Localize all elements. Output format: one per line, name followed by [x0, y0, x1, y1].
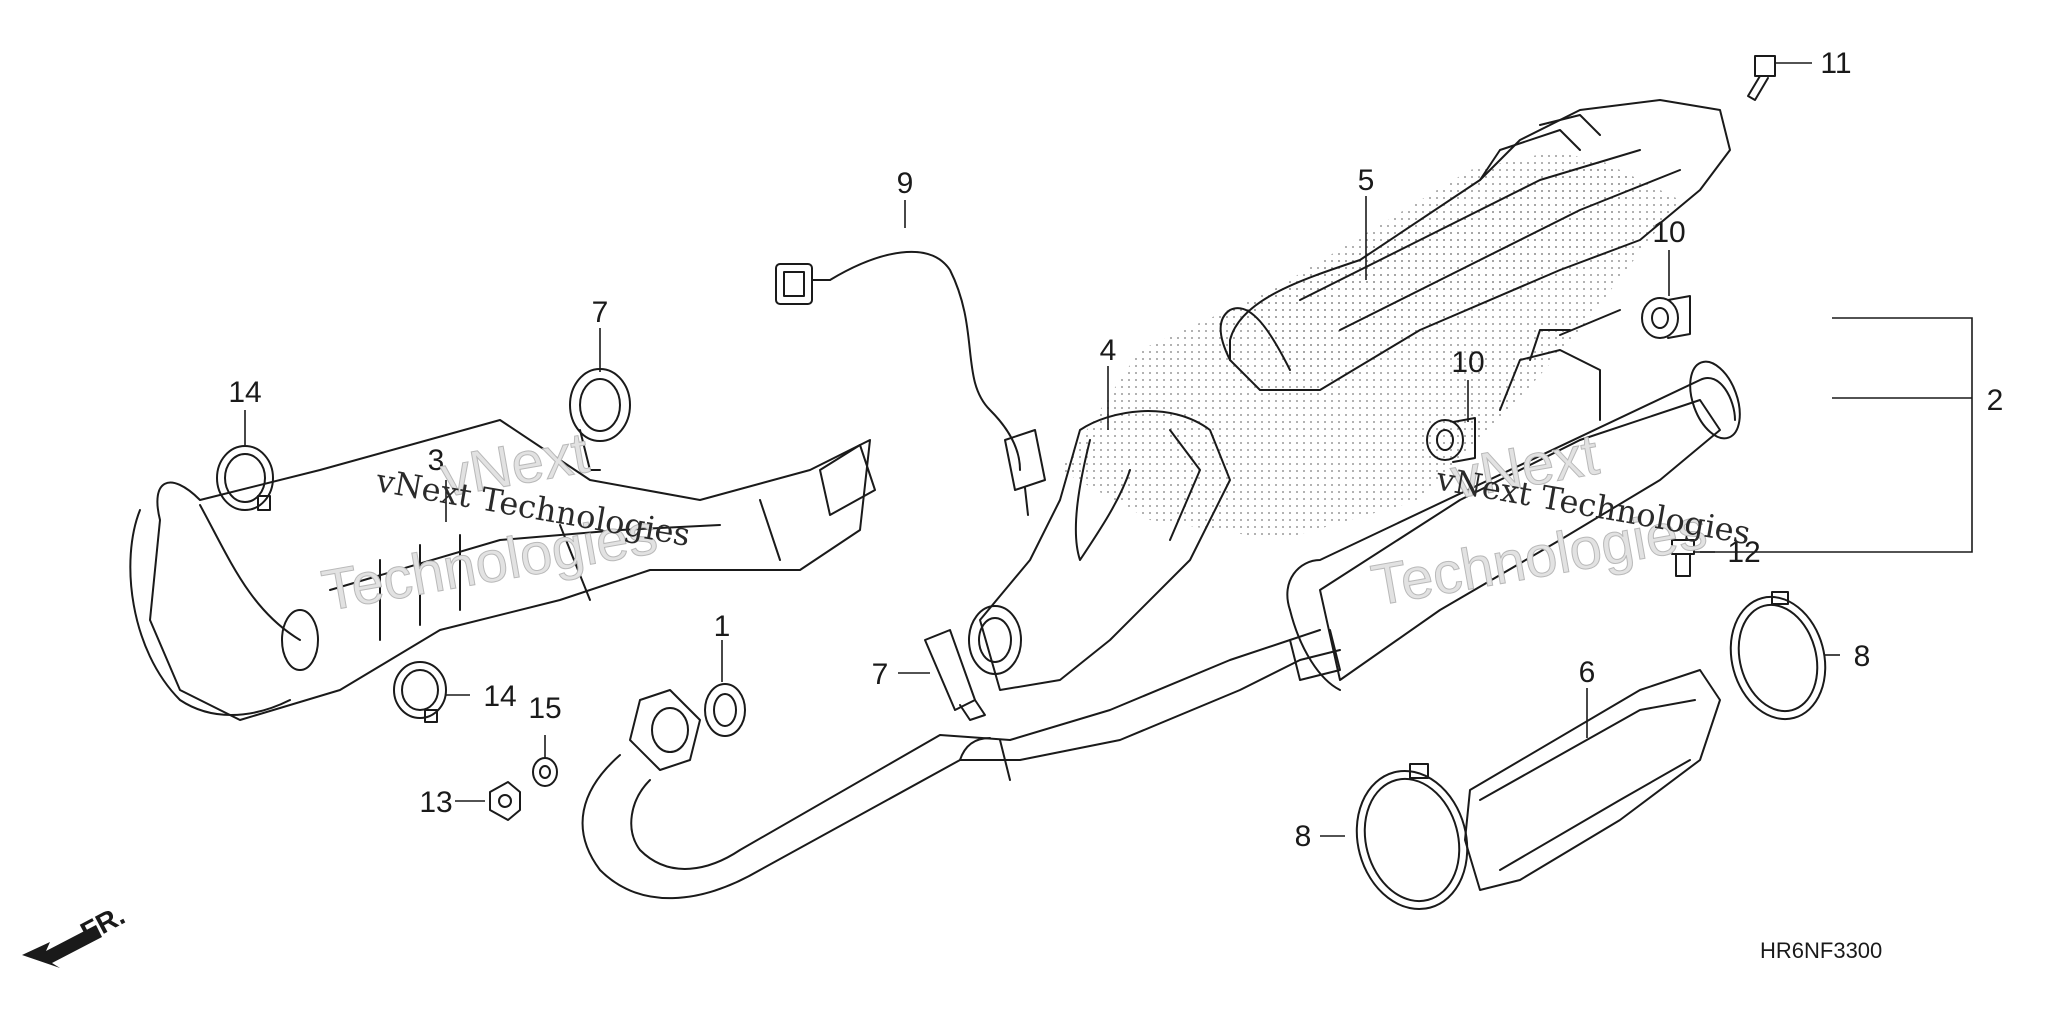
muffler-heat-shield-part-5 [1219, 99, 1731, 391]
nut-part-13 [489, 781, 521, 821]
lower-heat-shield-part-6 [1464, 669, 1721, 891]
clamp-part-14-upper [216, 445, 274, 511]
callout-1: 1 [714, 610, 731, 643]
watermark-left: vNext Technologies vNext Technologies [317, 420, 694, 625]
front-arrow-icon [22, 925, 102, 968]
callout-14-upper: 14 [228, 376, 261, 409]
callout-8-left: 8 [1295, 820, 1312, 853]
muffler-part-2 [1286, 309, 1741, 691]
callout-11: 11 [1820, 47, 1851, 80]
bolt-part-12 [1671, 539, 1695, 577]
callout-13: 13 [419, 786, 452, 819]
callout-8-right: 8 [1854, 640, 1871, 673]
callout-15: 15 [528, 692, 561, 725]
bolt-part-11 [1747, 55, 1776, 101]
clamp-part-8-left [1355, 763, 1469, 911]
heat-protector-part-4 [968, 410, 1231, 691]
callout-10-upper: 10 [1652, 216, 1685, 249]
washer-part-15 [532, 757, 558, 787]
grommet-part-10-upper [1641, 295, 1691, 339]
callout-14-lower: 14 [483, 680, 516, 713]
clamp-part-14-lower [393, 661, 447, 723]
oxygen-sensor-part-9 [775, 250, 1046, 516]
exhaust-center-pipe [581, 629, 1341, 900]
callout-12: 12 [1727, 536, 1760, 569]
clamp-part-8-right [1729, 591, 1827, 721]
diagram-code: HR6NF3300 [1760, 938, 1882, 963]
callout-4: 4 [1100, 334, 1117, 367]
callout-6: 6 [1579, 656, 1596, 689]
watermark-right-word-a: vNext [1446, 422, 1603, 512]
band-part-7-lower [924, 629, 986, 721]
callout-7-upper: 7 [592, 296, 609, 329]
callout-5: 5 [1358, 164, 1375, 197]
callout-10-lower: 10 [1451, 346, 1484, 379]
front-direction-indicator: FR. [22, 899, 130, 968]
callout-2: 2 [1987, 384, 2004, 417]
exhaust-front-pipe-part-3 [129, 419, 876, 721]
heat-shield-top-shading [1240, 150, 1640, 380]
callout-3: 3 [428, 444, 445, 477]
callout-9: 9 [897, 167, 914, 200]
leader-lines [244, 62, 1973, 837]
gasket-part-1 [704, 683, 746, 737]
callout-7-lower: 7 [872, 658, 889, 691]
grommet-part-10-lower [1426, 417, 1476, 463]
